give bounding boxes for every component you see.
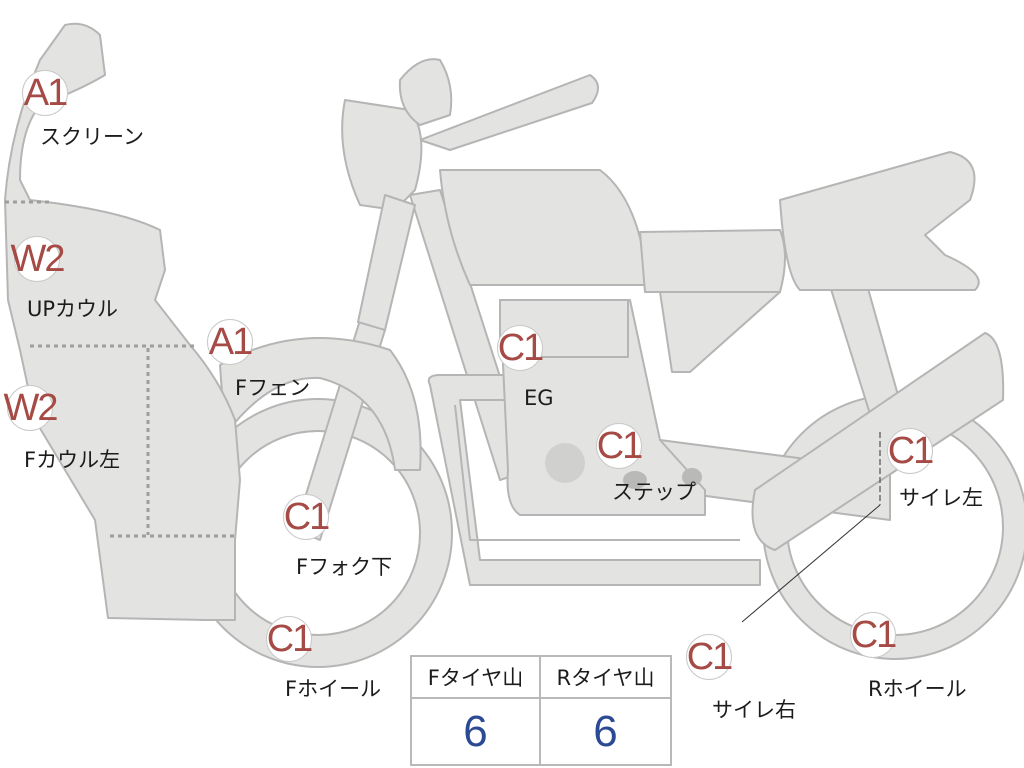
exhaust-pipe-inner-shape (454, 404, 740, 541)
front-tire-value: 6 (412, 699, 541, 764)
silencer-left-label: サイレ左 (899, 486, 983, 510)
silencer-right-label: サイレ右 (712, 698, 796, 722)
screen-label: スクリーン (40, 125, 144, 149)
mirror-shape (398, 58, 453, 126)
step-peg-shape (623, 471, 647, 489)
fuel-tank-shape (439, 169, 649, 286)
engine-case-cover (545, 443, 585, 483)
front-fender-grade-badge: A1 (207, 319, 253, 365)
silencer-right-leader-line (741, 504, 881, 623)
side-cover-shape (639, 229, 786, 293)
upper-cowl-grade-badge: W2 (10, 236, 66, 282)
rear-tire-header: Rタイヤ山 (541, 657, 670, 699)
step-label: ステップ (612, 480, 696, 504)
tire-tread-table: Fタイヤ山 Rタイヤ山 6 6 (410, 655, 672, 766)
front-fork-upper-shape (357, 194, 416, 331)
rear-wheel-grade-badge: C1 (850, 612, 897, 658)
front-fender-shape (219, 337, 422, 471)
upper-cowl-label: UPカウル (27, 297, 119, 321)
cowl-shape (4, 22, 241, 621)
seat-shape (779, 151, 980, 291)
rear-tire-value: 6 (593, 706, 618, 756)
silencer-shape (751, 332, 1005, 551)
front-cowl-left-label: Fカウル左 (24, 448, 121, 472)
front-tire-header: Fタイヤ山 (412, 657, 541, 699)
exhaust-pipe-shape (427, 374, 761, 586)
front-fender-label: Fフェン (235, 376, 311, 400)
front-cowl-left-grade-badge: W2 (3, 385, 59, 431)
step-grade-badge: C1 (596, 423, 643, 469)
front-fork-lower-label: Fフォク下 (296, 555, 393, 579)
front-wheel-label: Fホイール (285, 677, 382, 701)
silencer-left-grade-badge: C1 (887, 428, 934, 474)
front-wheel-grade-badge: C1 (266, 616, 313, 662)
screen-grade-badge: A1 (22, 70, 68, 116)
rear-wheel-label: Rホイール (868, 677, 967, 701)
engine-grade-badge: C1 (497, 325, 544, 371)
engine-label: EG (524, 386, 554, 410)
front-fork-lower-grade-badge: C1 (283, 494, 330, 540)
silencer-right-grade-badge: C1 (686, 634, 733, 680)
frame-spine-shape (419, 74, 599, 151)
side-panel-shape (659, 291, 781, 373)
step-peg-shape-2 (682, 468, 702, 486)
